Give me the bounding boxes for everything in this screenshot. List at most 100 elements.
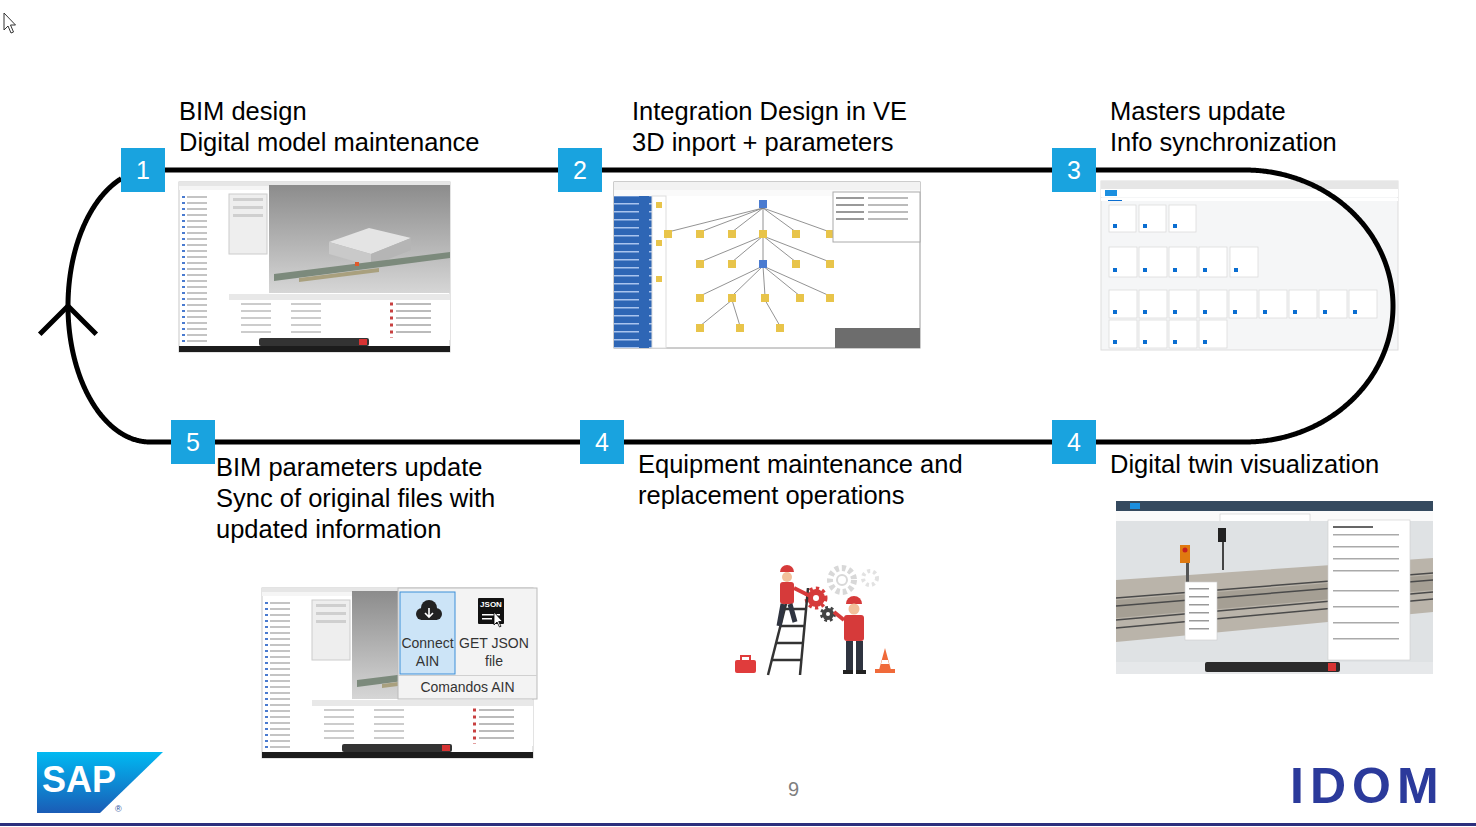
visual-enterprise-screenshot-part — [836, 211, 864, 213]
visual-enterprise-screenshot-part — [836, 197, 864, 199]
ribbon-button-label: Connect AIN — [400, 634, 455, 670]
loop-segment — [165, 170, 558, 171]
digital-twin-screenshot-part — [1116, 501, 1433, 511]
visual-enterprise-screenshot-part — [656, 240, 662, 246]
visual-enterprise-screenshot-part-part — [728, 294, 736, 302]
maintenance-workers-illustration-part-part — [800, 588, 808, 675]
step-title: BIM parameters update — [216, 452, 516, 483]
digital-twin-screenshot-part — [1180, 545, 1190, 563]
fiori-launchpad-screenshot-part-part — [1113, 340, 1117, 344]
maintenance-workers-illustration-part — [879, 648, 891, 670]
step-number-box: 2Integration Design in VE3D inport + par… — [558, 148, 602, 192]
ain-commands-popup-part — [398, 675, 537, 676]
visual-enterprise-screenshot-part — [664, 200, 834, 332]
digital-twin-screenshot-part — [1328, 520, 1410, 660]
fiori-launchpad-screenshot-part — [1113, 224, 1357, 344]
maintenance-workers-illustration-part-part — [772, 659, 801, 662]
fiori-launchpad-screenshot-part — [1105, 190, 1117, 196]
fiori-launchpad-screenshot-part-part — [1319, 290, 1347, 318]
page-number: 9 — [788, 777, 799, 801]
digital-twin-screenshot-part — [1189, 588, 1209, 590]
fiori-launchpad-screenshot-part-part — [1293, 310, 1297, 314]
loop-connector — [602, 168, 1052, 173]
fiori-launchpad-screenshot-part-part — [1173, 310, 1177, 314]
maintenance-workers-illustration-part — [843, 670, 853, 674]
visual-enterprise-screenshot-part-part — [700, 300, 780, 326]
visual-enterprise-screenshot-part-part — [826, 294, 834, 302]
maintenance-workers-illustration-part — [875, 669, 895, 673]
maintenance-workers-illustration-part — [782, 572, 792, 582]
digital-twin-screenshot-part — [1333, 570, 1399, 572]
digital-twin-screenshot-part — [1205, 662, 1340, 672]
digital-twin-screenshot-part — [1333, 546, 1399, 548]
ribbon-group-label: Comandos AIN — [398, 678, 537, 696]
digital-twin-screenshot-part — [1333, 526, 1373, 528]
maintenance-workers-illustration-part — [780, 565, 794, 572]
step-number: 4 — [1067, 427, 1081, 457]
step-heading: Masters updateInfo synchronization — [1110, 96, 1337, 158]
maintenance-workers-illustration-part — [822, 608, 834, 620]
step-number-box: 3Masters updateInfo synchronization — [1052, 148, 1096, 192]
fiori-launchpad-screenshot-part-part — [1203, 268, 1207, 272]
fiori-launchpad-screenshot-part-part — [1139, 290, 1167, 318]
fiori-launchpad-screenshot-part-part — [1169, 290, 1197, 318]
fiori-launchpad-screenshot-part-part — [1139, 320, 1167, 348]
digital-twin-screenshot-part — [1189, 612, 1209, 614]
arrowhead — [40, 306, 97, 334]
cad-screenshot — [179, 182, 450, 352]
fiori-launchpad-screenshot-part — [1101, 181, 1398, 189]
ain-commands-popup-part — [425, 608, 433, 617]
fiori-launchpad-screenshot-part-part — [1169, 320, 1197, 348]
step-subtitle: Digital model maintenance — [179, 127, 480, 158]
maintenance-workers-illustration-part — [881, 660, 889, 664]
fiori-launchpad-screenshot-part-part — [1109, 247, 1137, 277]
loop-segment — [624, 442, 1052, 443]
maintenance-workers-illustration-part — [780, 582, 794, 604]
maintenance-workers-illustration-part — [844, 615, 864, 641]
digital-twin-screenshot-part — [1116, 662, 1433, 674]
fiori-launchpad-screenshot-part-part — [1229, 290, 1257, 318]
visual-enterprise-screenshot-part — [614, 182, 920, 348]
visual-enterprise-screenshot-part — [652, 196, 666, 348]
step-heading: BIM parameters updateSync of original fi… — [216, 452, 516, 545]
registered-mark: ® — [115, 804, 122, 814]
step-title: Masters update — [1110, 96, 1337, 127]
fiori-launchpad-screenshot-part-part — [1173, 340, 1177, 344]
fiori-launchpad-screenshot-part-part — [1113, 310, 1117, 314]
fiori-launchpad-screenshot-part — [1101, 198, 1398, 201]
maintenance-workers-illustration-part — [834, 612, 844, 620]
fiori-launchpad-screenshot-part — [1101, 189, 1398, 197]
visual-enterprise-screenshot-part-part — [776, 324, 784, 332]
step-heading: Digital twin visualization — [1110, 449, 1379, 480]
mouse-cursor — [4, 13, 16, 33]
fiori-launchpad-screenshot-part-part — [1109, 290, 1137, 318]
maintenance-workers-illustration-part — [856, 641, 863, 671]
digital-twin-screenshot-part — [1328, 663, 1336, 671]
step-subtitle: Sync of original files with updated info… — [216, 483, 516, 545]
digital-twin-screenshot-part — [1189, 620, 1209, 622]
visual-enterprise-screenshot-part — [836, 218, 864, 220]
step-number: 3 — [1067, 155, 1081, 185]
digital-twin-screenshot-part — [1220, 514, 1310, 522]
visual-enterprise-screenshot-part-part — [696, 324, 704, 332]
fiori-launchpad-screenshot-part-part — [1203, 340, 1207, 344]
step-number-box: 4Equipment maintenance and replacement o… — [580, 420, 624, 464]
footer-rule — [0, 823, 1476, 826]
digital-twin-screenshot-part — [1333, 590, 1399, 592]
sap-logo — [37, 752, 163, 813]
ain-commands-popup-part — [482, 618, 492, 620]
maintenance-workers-illustration-part — [779, 604, 795, 626]
fiori-launchpad-screenshot-part-part — [1259, 290, 1287, 318]
maintenance-workers-illustration — [735, 565, 895, 675]
visual-enterprise-screenshot-part-part — [796, 294, 804, 302]
digital-twin-screenshot-part — [1189, 604, 1209, 606]
step-subtitle: 3D inport + parameters — [632, 127, 907, 158]
visual-enterprise-screenshot-part — [656, 276, 662, 282]
maintenance-workers-illustration-part — [837, 575, 847, 585]
visual-enterprise-screenshot-part-part — [696, 230, 704, 238]
maintenance-workers-illustration-part — [846, 641, 853, 671]
fiori-launchpad-screenshot-part-part — [1143, 310, 1147, 314]
maintenance-workers-illustration-part — [846, 596, 862, 604]
digital-twin-screenshot-part — [1116, 521, 1433, 662]
